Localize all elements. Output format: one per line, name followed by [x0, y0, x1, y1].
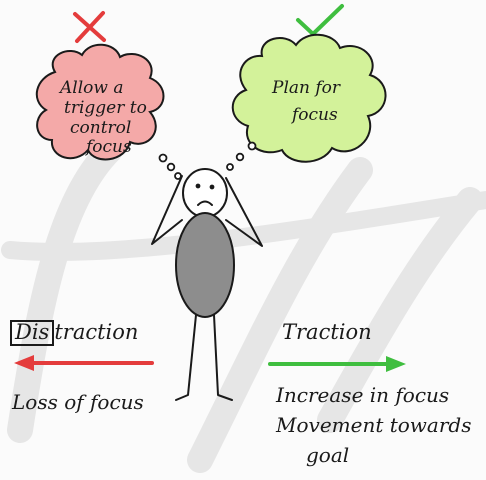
right-arrow	[268, 356, 406, 372]
distraction-prefix-box: Dis	[10, 320, 55, 346]
watermark-stroke	[317, 187, 483, 433]
left-eye	[195, 183, 201, 189]
bad-thought-line: control	[70, 118, 132, 138]
good-thought-line: focus	[292, 105, 338, 125]
frown	[197, 200, 213, 206]
watermark-strokes	[1, 137, 486, 473]
bad-thought-bubbles	[158, 153, 182, 180]
traction-outcome: goal	[306, 443, 350, 467]
distraction-suffix: traction	[54, 320, 139, 344]
traction-outcome: Increase in focus	[276, 383, 450, 407]
right-eye	[209, 184, 215, 190]
checkmark-icon	[296, 4, 344, 36]
right-leg	[213, 314, 233, 401]
left-arrow	[14, 355, 154, 371]
traction-label: Traction	[282, 320, 372, 344]
distraction-outcome: Loss of focus	[12, 390, 144, 414]
stick-figure	[151, 168, 263, 401]
good-thought-bubbles	[226, 141, 257, 171]
good-thought-cloud	[231, 33, 387, 163]
torso	[175, 212, 235, 318]
bad-thought-cloud	[35, 43, 165, 161]
right-arm	[225, 177, 263, 247]
left-arm	[151, 175, 183, 245]
good-thought-line: Plan for	[272, 78, 341, 98]
cross-icon	[73, 11, 106, 43]
traction-outcome: Movement towards	[276, 413, 472, 437]
watermark-stroke	[187, 157, 373, 473]
bad-thought-line: trigger to	[64, 98, 147, 118]
bad-thought-line: focus	[86, 137, 132, 157]
bad-thought-line: Allow a	[60, 78, 124, 98]
left-leg	[175, 314, 197, 401]
head	[182, 168, 228, 218]
